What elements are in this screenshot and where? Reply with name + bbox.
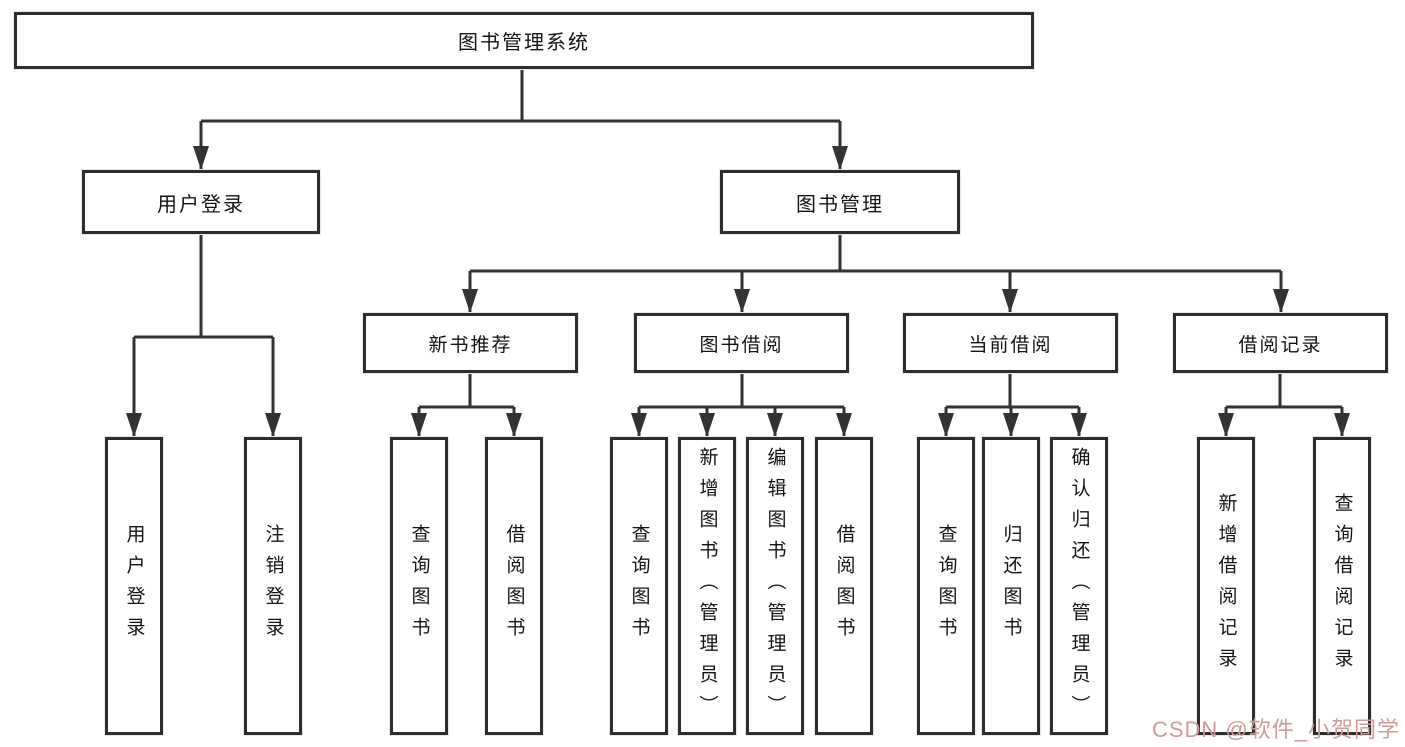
node-label: 编辑图书（管理员）	[764, 446, 786, 726]
node-label: 图书借阅	[699, 334, 784, 356]
leaf-query-books-borrowing: 查询图书	[610, 437, 668, 735]
node-label: 新增图书（管理员）	[696, 446, 718, 726]
tree-connector	[639, 373, 844, 409]
leaf-add-book-admin: 新增图书（管理员）	[678, 437, 736, 735]
node-label: 归还图书	[1000, 524, 1022, 648]
node-book-management: 图书管理	[720, 170, 960, 234]
node-label: 图书管理系统	[458, 32, 590, 54]
node-current-borrowing: 当前借阅	[903, 313, 1118, 373]
leaf-return-books: 归还图书	[982, 437, 1040, 735]
leaf-query-books-recommend: 查询图书	[390, 437, 448, 735]
node-label: 注销登录	[262, 524, 284, 648]
tree-connector	[134, 234, 273, 339]
leaf-borrow-books-recommend: 借阅图书	[485, 437, 543, 735]
node-label: 借阅图书	[503, 524, 525, 648]
leaf-borrow-books-borrowing: 借阅图书	[815, 437, 873, 735]
csdn-watermark: CSDN @软件_小贺同学	[1151, 717, 1400, 742]
leaf-add-borrow-record: 新增借阅记录	[1197, 437, 1255, 735]
node-label: 查询图书	[935, 524, 957, 648]
node-library-management-system: 图书管理系统	[14, 12, 1034, 69]
leaf-query-books-current: 查询图书	[917, 437, 975, 735]
node-book-borrowing: 图书借阅	[634, 313, 849, 373]
tree-connector	[470, 234, 1281, 273]
node-label: 借阅记录	[1238, 334, 1323, 356]
tree-connector	[201, 69, 840, 123]
node-label: 图书管理	[796, 193, 884, 216]
node-label: 新书推荐	[428, 334, 513, 356]
node-user-login: 用户登录	[82, 170, 320, 234]
node-label: 确认归还（管理员）	[1068, 446, 1090, 726]
tree-connector	[946, 373, 1079, 409]
node-label: 用户登录	[123, 524, 145, 648]
node-new-book-recommend: 新书推荐	[363, 313, 578, 373]
node-borrowing-records: 借阅记录	[1173, 313, 1388, 373]
node-label: 查询图书	[408, 524, 430, 648]
node-label: 用户登录	[157, 193, 245, 216]
leaf-query-borrow-record: 查询借阅记录	[1313, 437, 1371, 735]
leaf-logout: 注销登录	[244, 437, 302, 735]
leaf-user-login: 用户登录	[105, 437, 163, 735]
node-label: 新增借阅记录	[1215, 493, 1237, 679]
leaf-edit-book-admin: 编辑图书（管理员）	[746, 437, 804, 735]
node-label: 借阅图书	[833, 524, 855, 648]
leaf-confirm-return-admin: 确认归还（管理员）	[1050, 437, 1108, 735]
node-label: 查询借阅记录	[1331, 493, 1353, 679]
tree-connector	[419, 373, 514, 409]
node-label: 当前借阅	[968, 334, 1053, 356]
tree-connector	[1226, 373, 1342, 409]
node-label: 查询图书	[628, 524, 650, 648]
